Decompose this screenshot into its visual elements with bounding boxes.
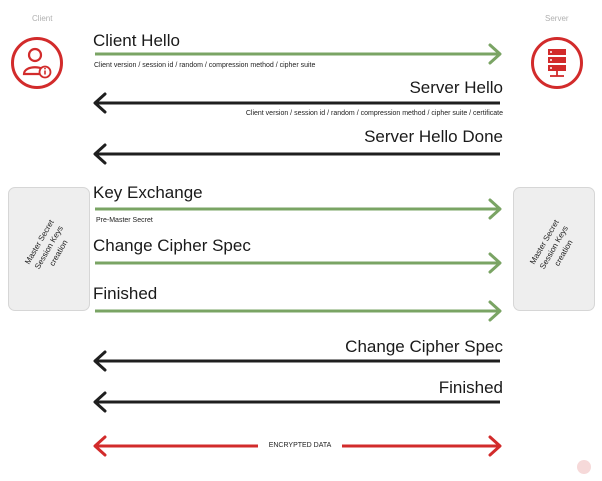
server-hello-details: Client version / session id / random / c… (245, 110, 503, 117)
client-key-creation-box: Master Secret Session Keys creation (8, 187, 90, 311)
client-node (11, 37, 63, 89)
key-exchange-details: Pre-Master Secret (96, 217, 153, 224)
client-label: Client (32, 14, 53, 23)
server-key-creation-box: Master Secret Session Keys creation (513, 187, 595, 311)
key-exchange-label: Key Exchange (93, 183, 203, 202)
encrypted-data-arrow-head-left (93, 435, 107, 457)
server-finished-arrow-head (93, 391, 107, 413)
client-hello-label: Client Hello (93, 31, 180, 50)
client-finished-label: Finished (93, 284, 158, 303)
client-finished-arrow-head (488, 300, 502, 322)
key-exchange-arrow-head (488, 198, 502, 220)
server-hello-label: Server Hello (409, 78, 503, 97)
server-change-cipher-spec-label: Change Cipher Spec (345, 337, 503, 356)
client-change-cipher-spec-arrow-head (488, 252, 502, 274)
server-rack-icon (548, 49, 566, 77)
server-hello-arrow-head (93, 92, 107, 114)
server-hello-done-arrow-head (93, 143, 107, 165)
server-hello-done-label: Server Hello Done (364, 127, 503, 146)
watermark-logo (577, 460, 591, 474)
client-change-cipher-spec-label: Change Cipher Spec (93, 236, 251, 255)
user-info-icon (22, 47, 52, 79)
server-label: Server (545, 14, 569, 23)
server-finished-label: Finished (438, 378, 503, 397)
client-hello-arrow-head (488, 43, 502, 65)
server-change-cipher-spec-arrow-head (93, 350, 107, 372)
encrypted-data-label: ENCRYPTED DATA (260, 442, 340, 449)
server-node (531, 37, 583, 89)
client-hello-details: Client version / session id / random / c… (94, 62, 316, 69)
encrypted-data-arrow-head-right (488, 435, 502, 457)
